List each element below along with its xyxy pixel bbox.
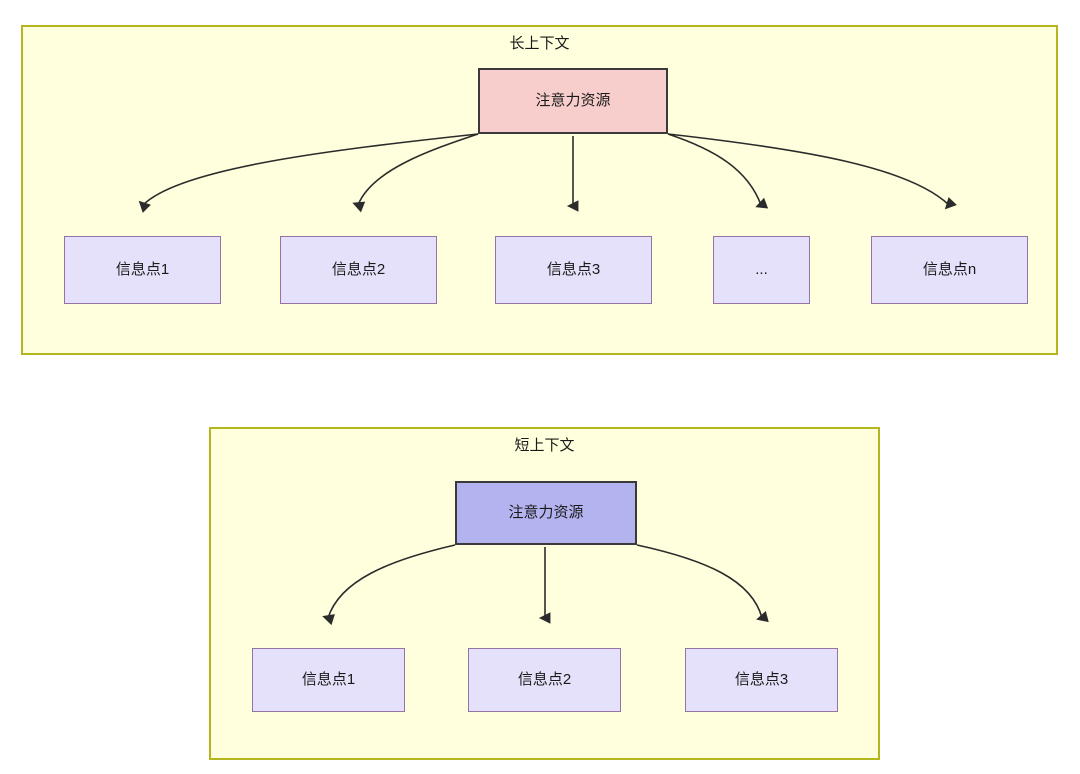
node-short-info-point-3-label: 信息点3 (734, 671, 789, 688)
node-short-info-point-2-label: 信息点2 (517, 671, 572, 688)
node-attention-resource-long-label: 注意力资源 (535, 92, 611, 109)
node-info-point-n-label: 信息点n (922, 261, 977, 278)
node-short-info-point-3[interactable]: 信息点3 (685, 648, 838, 712)
group-long-context-title: 长上下文 (509, 35, 570, 52)
node-info-point-1-label: 信息点1 (115, 261, 170, 278)
group-short-context-title: 短上下文 (514, 437, 575, 454)
node-short-info-point-1[interactable]: 信息点1 (252, 648, 405, 712)
node-info-point-1[interactable]: 信息点1 (64, 236, 221, 304)
node-short-info-point-2[interactable]: 信息点2 (468, 648, 621, 712)
node-attention-resource-short[interactable]: 注意力资源 (455, 481, 637, 545)
node-info-point-3[interactable]: 信息点3 (495, 236, 652, 304)
node-info-point-n[interactable]: 信息点n (871, 236, 1028, 304)
node-info-point-2-label: 信息点2 (331, 261, 386, 278)
node-info-point-2[interactable]: 信息点2 (280, 236, 437, 304)
node-attention-resource-long[interactable]: 注意力资源 (478, 68, 668, 134)
node-info-point-ellipsis[interactable]: ... (713, 236, 810, 304)
node-attention-resource-short-label: 注意力资源 (508, 504, 584, 521)
node-short-info-point-1-label: 信息点1 (301, 671, 356, 688)
node-info-point-3-label: 信息点3 (546, 261, 601, 278)
node-info-point-ellipsis-label: ... (755, 261, 768, 278)
